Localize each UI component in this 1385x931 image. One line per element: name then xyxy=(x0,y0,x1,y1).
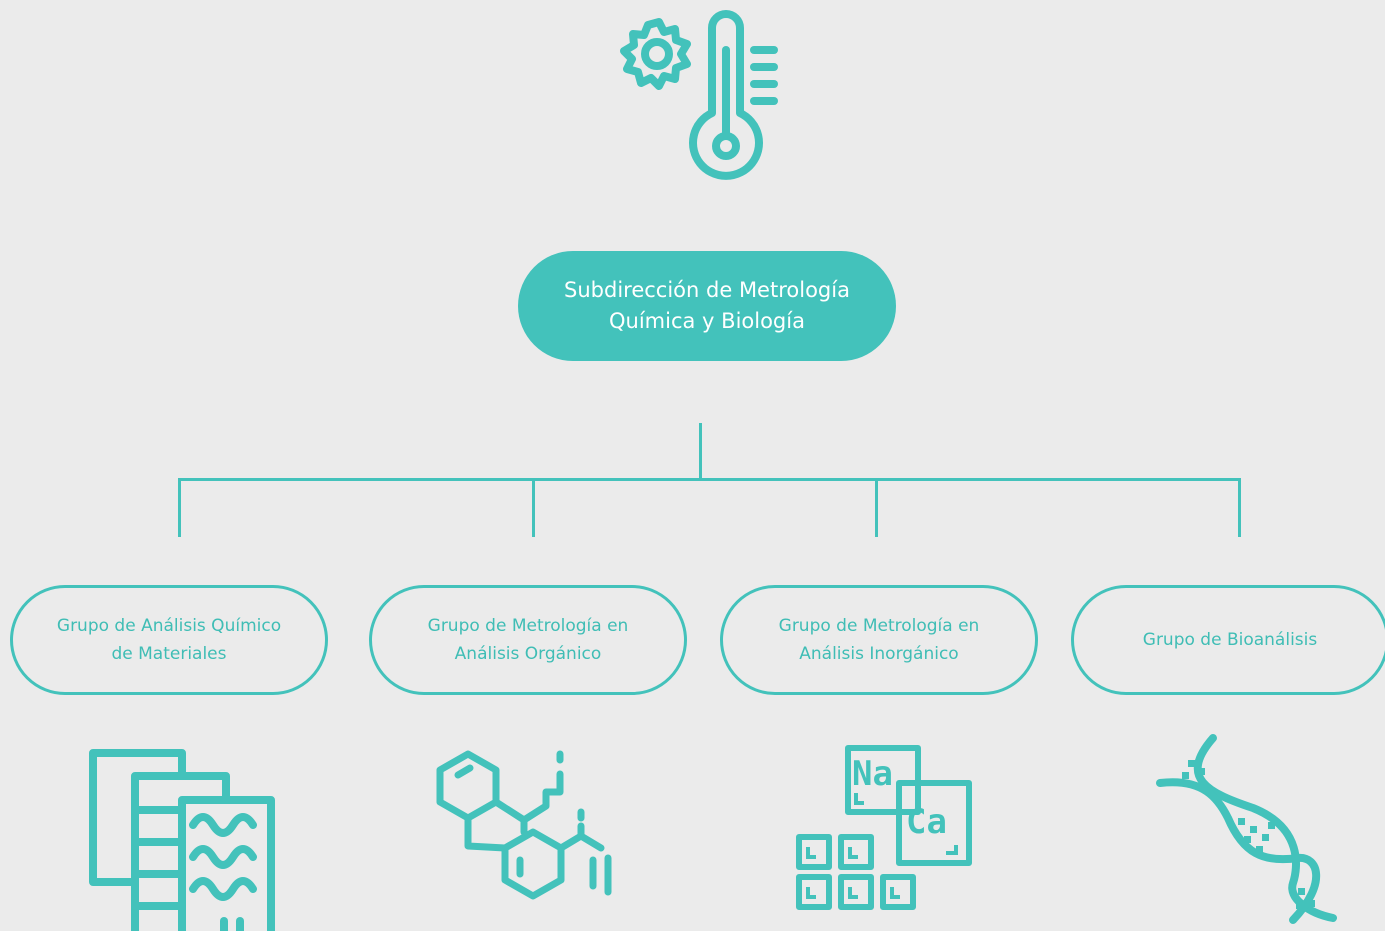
group-label-line2: Análisis Inorgánico xyxy=(799,644,959,664)
thermometer-icon xyxy=(689,10,763,180)
gear-icon xyxy=(620,18,691,90)
group-label-line2: Análisis Orgánico xyxy=(454,644,602,664)
root-label-line2: Química y Biología xyxy=(609,309,805,333)
root-connector xyxy=(699,423,702,480)
group-node-materials: Grupo de Análisis Químico de Materiales xyxy=(10,585,328,695)
group-label-line1: Grupo de Análisis Químico xyxy=(56,616,282,636)
group-label-line1: Grupo de Metrología en xyxy=(427,616,629,636)
horizontal-connector xyxy=(178,478,1241,481)
group-node-organic: Grupo de Metrología en Análisis Orgánico xyxy=(369,585,687,695)
root-node: Subdirección de Metrología Química y Bio… xyxy=(518,251,896,361)
group-label-line2: de Materiales xyxy=(111,644,227,664)
root-label-line1: Subdirección de Metrología xyxy=(564,278,850,302)
group-label-line1: Grupo de Metrología en xyxy=(778,616,980,636)
group-node-bioanalysis: Grupo de Bioanálisis xyxy=(1071,585,1385,695)
dna-icon xyxy=(1156,734,1337,924)
gear-thermometer-icon xyxy=(620,10,778,180)
element-symbol-ca: Ca xyxy=(906,802,947,842)
branch-connector xyxy=(1238,478,1241,537)
organic-molecule-icon xyxy=(436,750,612,900)
branch-connector xyxy=(532,478,535,537)
branch-connector xyxy=(178,478,181,537)
element-blocks-icon: Na Ca xyxy=(796,745,972,910)
branch-connector xyxy=(875,478,878,537)
group-label-line1: Grupo de Bioanálisis xyxy=(1142,630,1318,650)
element-symbol-na: Na xyxy=(852,754,893,794)
group-node-inorganic: Grupo de Metrología en Análisis Inorgáni… xyxy=(720,585,1038,695)
material-layers-icon xyxy=(89,749,275,931)
